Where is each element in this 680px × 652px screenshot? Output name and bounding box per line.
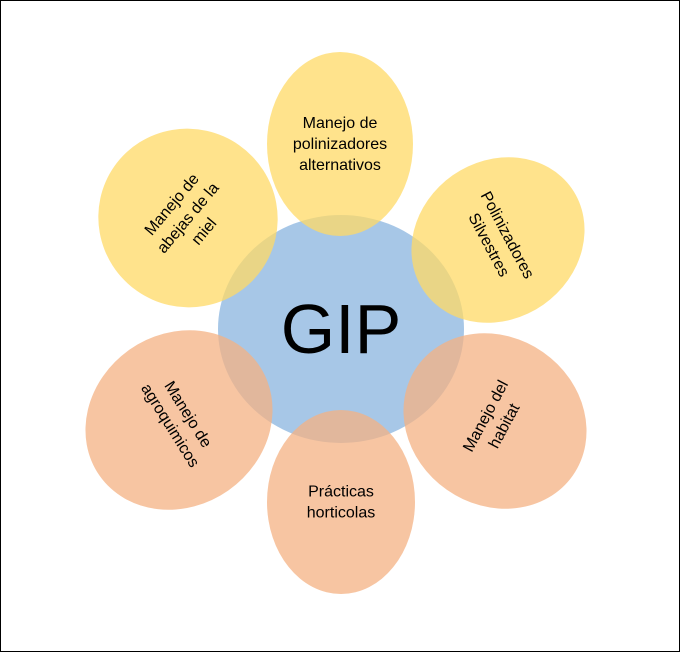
petal-label-line: horticolas	[307, 505, 375, 522]
petal-shape-abejas	[98, 128, 278, 308]
petal-abejas: Manejo deabejas de lamiel	[98, 128, 278, 308]
petal-alternativos: Manejo de polinizadores alternativos	[267, 52, 413, 236]
petal-shape-alternativos	[267, 52, 413, 236]
petal-silvestres: PolinizadoresSilvestres	[411, 157, 585, 323]
petal-shape-habitat	[403, 333, 587, 509]
petal-label-line: Manejo de	[303, 115, 378, 132]
petal-label-line: Prácticas	[308, 484, 374, 501]
petal-shape-horticolas	[267, 410, 415, 594]
center-label: GIP	[281, 290, 402, 368]
petal-agroquimicos: Manejo deagroquimicos	[85, 330, 273, 510]
petal-shape-silvestres	[411, 157, 585, 323]
petals-group: Manejo de polinizadores alternativos Polini…	[85, 52, 587, 594]
center-circle	[218, 215, 464, 443]
petal-label-horticolas: Prácticas horticolas	[307, 484, 375, 522]
petal-label-alternativos: Manejo de polinizadores alternativos	[293, 115, 387, 174]
petal-horticolas: Prácticas horticolas	[267, 410, 415, 594]
petal-label-line: alternativos	[299, 157, 381, 174]
petal-shape-agroquimicos	[85, 330, 273, 510]
petal-label-line: polinizadores	[293, 136, 387, 153]
petal-habitat: Manejo delhabitat	[403, 333, 587, 509]
